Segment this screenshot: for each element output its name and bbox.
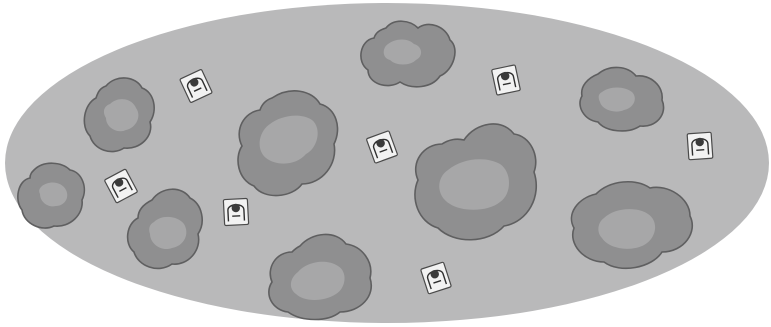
person-top-view-icon: [492, 65, 521, 95]
person-top-view-icon: [223, 198, 248, 225]
person-top-view-icon: [687, 132, 713, 160]
